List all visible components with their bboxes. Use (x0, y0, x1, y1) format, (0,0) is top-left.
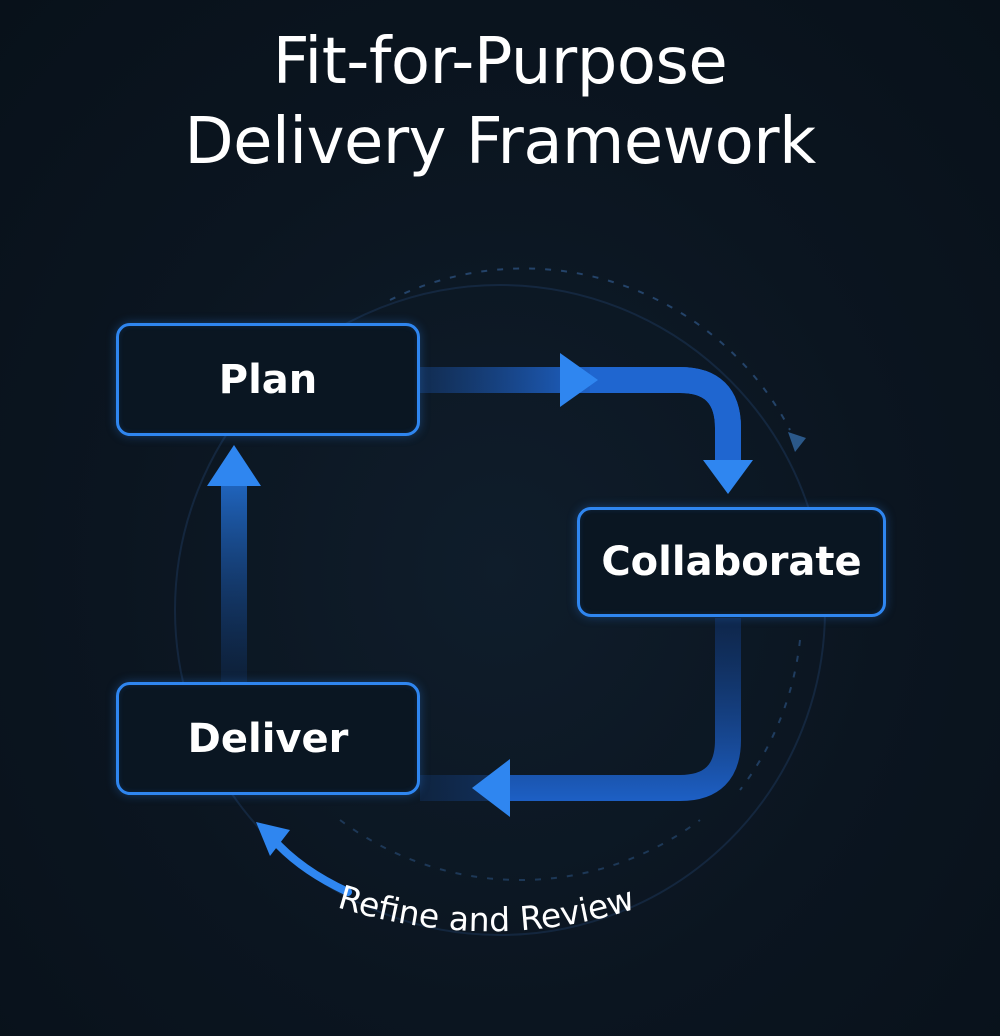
flow-arrow-deliver-to-plan (221, 480, 247, 682)
collaborate-label: Collaborate (601, 539, 862, 585)
deliver-box: Deliver (116, 682, 420, 795)
plan-box: Plan (116, 323, 420, 436)
flow-arrow-plan-to-collaborate-corner (590, 367, 741, 462)
refine-loop-arrowhead (256, 822, 290, 856)
arrowhead-mid-right (560, 353, 598, 407)
dashed-arc-arrowhead (788, 432, 806, 452)
collaborate-box: Collaborate (577, 507, 886, 617)
flow-arrow-collaborate-to-deliver (505, 618, 741, 801)
arrowhead-down-to-collaborate (703, 460, 753, 494)
dashed-arc-right (739, 639, 801, 791)
diagram-title-line-2: Delivery Framework (184, 105, 816, 179)
dashed-arc-bottom (339, 819, 701, 881)
refine-loop-arrow (268, 834, 352, 896)
dashed-arc-top-right (389, 267, 791, 431)
arrowhead-up-to-plan (207, 445, 261, 486)
loop-label: Refine and Review (334, 877, 638, 939)
arrowhead-left-to-deliver (472, 759, 510, 817)
diagram-title-line-1: Fit-for-Purpose (272, 25, 728, 99)
plan-label: Plan (218, 356, 318, 403)
deliver-label: Deliver (187, 715, 349, 762)
